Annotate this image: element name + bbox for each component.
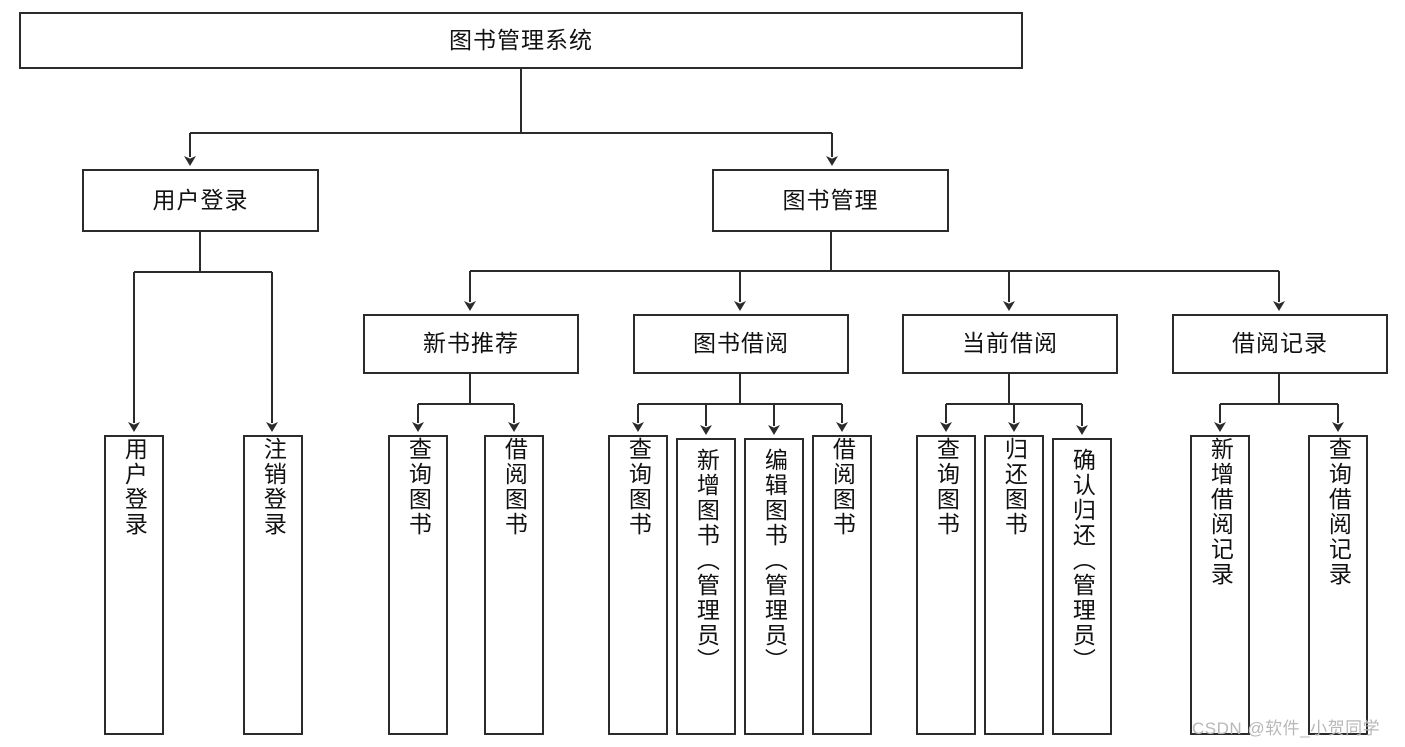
node-leaf-query-book-1-label: 查询图书 [405, 437, 432, 537]
node-current-borrow-label: 当前借阅 [962, 330, 1058, 357]
node-leaf-add-record[interactable]: 新增借阅记录 [1190, 435, 1250, 735]
node-leaf-query-book-3-label: 查询图书 [933, 437, 960, 537]
node-leaf-borrow-book-2[interactable]: 借阅图书 [812, 435, 872, 735]
node-leaf-query-book-2-label: 查询图书 [625, 437, 652, 537]
node-leaf-return-book[interactable]: 归还图书 [984, 435, 1044, 735]
node-leaf-borrow-book-1[interactable]: 借阅图书 [484, 435, 544, 735]
node-leaf-add-book-label: 新增图书（管理员） [693, 448, 720, 673]
node-leaf-user-login[interactable]: 用户登录 [104, 435, 164, 735]
node-leaf-user-login-label: 用户登录 [121, 437, 148, 537]
node-leaf-user-logout[interactable]: 注销登录 [243, 435, 303, 735]
node-leaf-add-record-label: 新增借阅记录 [1207, 437, 1234, 587]
node-leaf-borrow-book-2-label: 借阅图书 [829, 437, 856, 537]
node-current-borrow[interactable]: 当前借阅 [902, 314, 1118, 374]
node-leaf-return-book-label: 归还图书 [1001, 437, 1028, 537]
node-new-book-recommend[interactable]: 新书推荐 [363, 314, 579, 374]
node-leaf-edit-book[interactable]: 编辑图书（管理员） [744, 438, 804, 735]
node-leaf-query-book-1[interactable]: 查询图书 [388, 435, 448, 735]
node-book-manage[interactable]: 图书管理 [712, 169, 949, 232]
node-leaf-query-record-label: 查询借阅记录 [1325, 437, 1352, 587]
node-user-login-label: 用户登录 [152, 186, 249, 213]
node-user-login[interactable]: 用户登录 [82, 169, 319, 232]
node-borrow-record-label: 借阅记录 [1232, 330, 1328, 357]
node-leaf-user-logout-label: 注销登录 [260, 437, 287, 537]
node-leaf-query-record[interactable]: 查询借阅记录 [1308, 435, 1368, 735]
node-new-book-recommend-label: 新书推荐 [423, 330, 519, 357]
node-leaf-add-book[interactable]: 新增图书（管理员） [676, 438, 736, 735]
node-leaf-confirm-return-label: 确认归还（管理员） [1069, 448, 1096, 673]
node-root[interactable]: 图书管理系统 [19, 12, 1023, 69]
node-book-manage-label: 图书管理 [782, 186, 879, 213]
node-root-label: 图书管理系统 [449, 26, 593, 53]
node-leaf-query-book-2[interactable]: 查询图书 [608, 435, 668, 735]
node-leaf-borrow-book-1-label: 借阅图书 [501, 437, 528, 537]
node-leaf-edit-book-label: 编辑图书（管理员） [761, 448, 788, 673]
node-leaf-query-book-3[interactable]: 查询图书 [916, 435, 976, 735]
node-book-borrow-label: 图书借阅 [693, 330, 789, 357]
node-borrow-record[interactable]: 借阅记录 [1172, 314, 1388, 374]
node-leaf-confirm-return[interactable]: 确认归还（管理员） [1052, 438, 1112, 735]
node-book-borrow[interactable]: 图书借阅 [633, 314, 849, 374]
